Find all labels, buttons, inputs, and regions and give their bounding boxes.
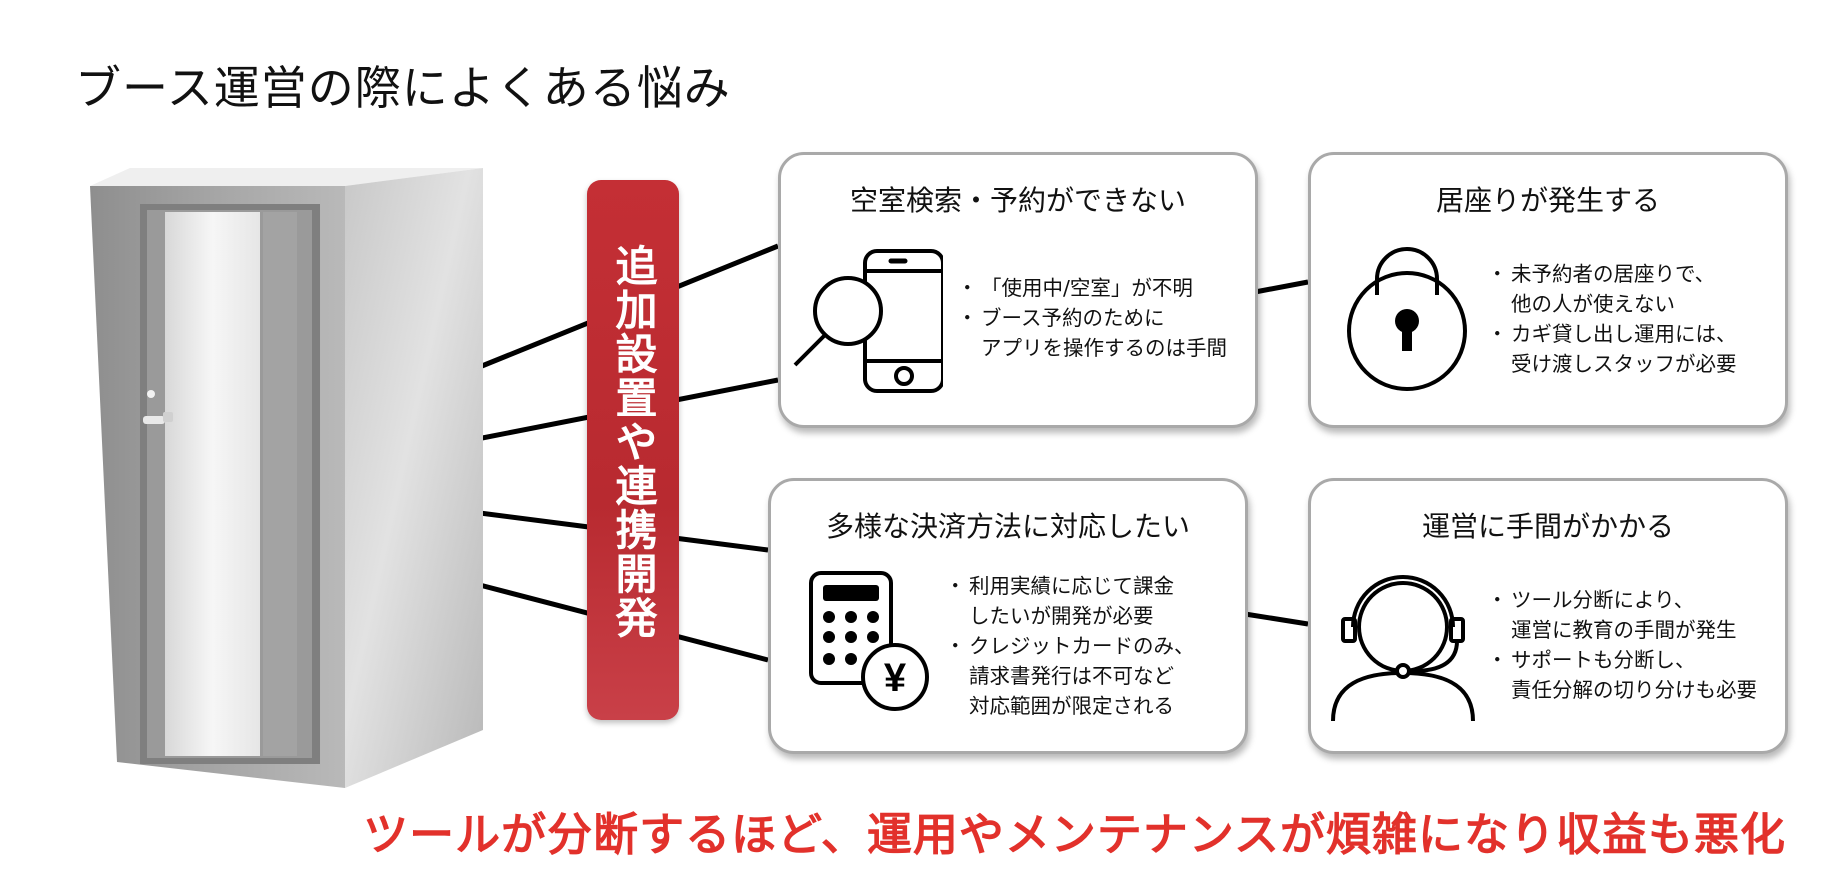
problem-card-operations: 運営に手間がかかる ツール分断により、運営に教育の手間が発生 サポートも分断し、… [1308,478,1788,754]
bullet-line: 運営に教育の手間が発生 [1511,618,1737,642]
booth-unit-image [90,168,483,788]
bullet-line: 利用実績に応じて課金 [969,574,1174,598]
bullet-line: 責任分解の切り分けも必要 [1511,678,1757,702]
bullet-line: 未予約者の居座りで、 [1511,262,1716,286]
bullet-line: 「使用中/空室」が不明 [981,276,1193,300]
bullet-line: したいが開発が必要 [969,604,1154,628]
smartphone-magnifier-icon [793,249,943,393]
bullet-line: カギ貸し出し運用には、 [1511,322,1737,346]
card-title: 空室検索・予約ができない [849,184,1186,217]
bullet-line: 受け渡しスタッフが必要 [1511,352,1737,376]
problem-card-search: 空室検索・予約ができない 「使用中/空室」が不明 ブース予約のためにアプリを操作… [778,152,1258,428]
integration-badge: 追加設置や連携開発 [587,180,679,720]
bullet-line: ブース予約のために [981,306,1165,330]
bullet-item: 「使用中/空室」が不明 [957,273,1227,303]
calculator-yen-icon: ¥ [809,571,929,711]
bullet-line: サポートも分断し、 [1511,648,1696,672]
bullet-line: クレジットカードのみ、 [969,634,1195,658]
card-title: 居座りが発生する [1435,184,1660,217]
conclusion-text: ツールが分断するほど、運用やメンテナンスが煩雑になり収益も悪化 [363,808,1786,861]
bullet-item: サポートも分断し、責任分解の切り分けも必要 [1487,645,1757,705]
bullet-item: 未予約者の居座りで、他の人が使えない [1487,259,1737,319]
svg-text:¥: ¥ [884,656,907,700]
connector-line [1254,279,1309,295]
bullet-line: 他の人が使えない [1511,292,1675,316]
card-title: 多様な決済方法に対応したい [825,510,1190,543]
connector-line [1244,611,1309,627]
bullet-line: 対応範囲が限定される [969,694,1174,718]
card-bullets: ツール分断により、運営に教育の手間が発生 サポートも分断し、責任分解の切り分けも… [1487,585,1757,705]
padlock-icon [1347,247,1467,391]
card-title: 運営に手間がかかる [1421,510,1674,543]
problem-card-occupancy: 居座りが発生する 未予約者の居座りで、他の人が使えない カギ貸し出し運用には、受… [1308,152,1788,428]
bullet-line: 請求書発行は不可など [969,664,1174,688]
bullet-item: ツール分断により、運営に教育の手間が発生 [1487,585,1757,645]
card-bullets: 未予約者の居座りで、他の人が使えない カギ貸し出し運用には、受け渡しスタッフが必… [1487,259,1737,379]
bullet-item: カギ貸し出し運用には、受け渡しスタッフが必要 [1487,319,1737,379]
bullet-line: ツール分断により、 [1511,588,1695,612]
headset-operator-icon [1331,575,1475,722]
badge-label: 追加設置や連携開発 [609,244,658,640]
page-title: ブース運営の際によくある悩み [75,61,731,115]
bullet-line: アプリを操作するのは手間 [981,336,1227,360]
